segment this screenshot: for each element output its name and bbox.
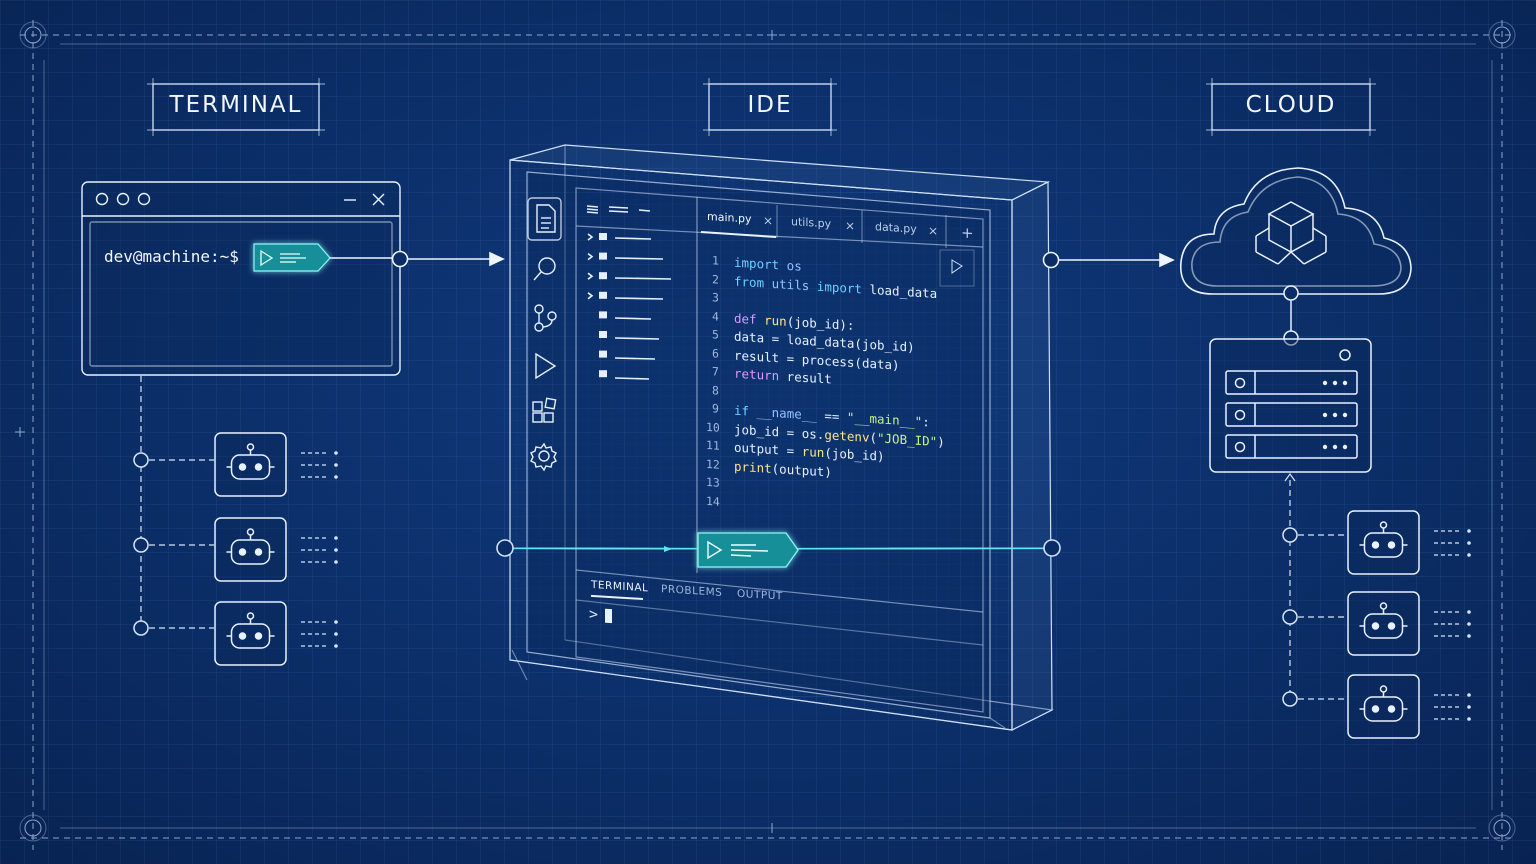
folder-icon [599,233,607,240]
line-number: 10 [706,419,720,435]
panel-tab-terminal[interactable]: TERMINAL [591,578,649,595]
cursor-block [605,608,612,624]
source-control-icon[interactable] [534,304,557,332]
blueprint-frame [15,20,1516,850]
run-icon[interactable] [535,352,557,380]
panel-tab-output[interactable]: OUTPUT [737,587,783,603]
robot-icon [1347,674,1420,739]
code-line-12: print(output) [734,458,832,480]
robot-icon [214,432,287,497]
robot-icon [1347,510,1420,575]
line-number: 9 [712,401,719,416]
folder-icon [599,350,607,358]
arrow-ide-to-cloud [1042,251,1175,269]
title-box-terminal [147,78,325,136]
close-icon [372,193,385,206]
ide-sidebar [527,197,562,472]
window-dot-icon [95,192,109,206]
terminal-agent-tree [133,376,214,636]
explorer-row[interactable] [587,233,652,241]
line-number: 12 [706,456,720,472]
robot-icon [214,517,287,582]
ide-explorer-rows [587,233,672,380]
cube-icon [1255,201,1327,265]
terminal-command-tag[interactable] [253,243,331,272]
ide-tab-bar [700,205,975,287]
ide-pipeline [496,539,1061,557]
task-list-icon [1434,693,1471,721]
chevron-right-icon [587,233,594,241]
line-number: 7 [712,364,719,379]
explorer-row[interactable] [587,291,664,300]
server-rack-icon [1209,338,1372,473]
folder-icon [599,291,607,299]
folder-icon [599,272,607,280]
line-number: 6 [712,345,719,361]
code-editor[interactable]: import os from utils import load_data de… [734,198,974,543]
task-list-icon [301,620,338,648]
line-number: 3 [712,290,719,305]
robot-icon [214,601,287,666]
line-number: 4 [712,308,719,324]
task-list-icon [301,451,338,479]
code-line-2: from utils import load_data [734,273,938,301]
line-number: 11 [706,437,720,453]
search-icon[interactable] [533,257,556,281]
panel-prompt: > [589,604,599,624]
folder-icon [599,311,607,319]
ide-window-frame [509,144,1054,731]
window-dot-icon [116,192,130,206]
task-list-icon [301,536,338,564]
chevron-right-icon [587,272,594,280]
task-list-icon [1434,529,1471,557]
chevron-right-icon [587,252,594,261]
title-ide: IDE [747,92,793,118]
explorer-row[interactable] [599,370,650,380]
cloud-icon [1180,167,1412,295]
explorer-row[interactable] [599,311,652,320]
folder-icon [599,331,607,338]
explorer-row[interactable] [587,272,672,280]
line-number: 13 [706,474,720,490]
line-number: 8 [712,382,719,398]
play-icon [260,249,274,267]
title-terminal: TERMINAL [169,92,303,118]
code-line-1: import os [734,254,802,274]
chevron-right-icon [587,292,594,300]
play-icon [707,540,723,560]
folder-icon [599,252,607,260]
settings-icon[interactable] [530,442,557,472]
arrow-terminal-to-ide [330,250,505,268]
file-icon[interactable] [527,197,562,241]
panel-tab-underline [591,594,643,601]
line-number: 1 [712,253,719,268]
folder-icon [599,370,607,378]
explorer-row[interactable] [599,331,660,340]
robot-icon [1347,591,1420,656]
title-cloud: CLOUD [1245,92,1337,118]
cloud-agent-tree [1282,472,1348,707]
line-number: 14 [706,493,720,509]
ide-explorer [586,205,651,214]
run-file-icon[interactable] [951,259,963,274]
line-number: 5 [712,327,719,342]
ide-command-tag[interactable] [697,532,799,568]
explorer-row[interactable] [599,350,656,360]
title-box-ide [703,78,837,136]
title-box-cloud [1206,78,1376,136]
extensions-icon[interactable] [532,397,557,423]
line-number: 2 [712,271,719,287]
panel-tab-problems[interactable]: PROBLEMS [661,583,723,599]
terminal-window [81,181,401,376]
explorer-row[interactable] [587,252,664,261]
terminal-prompt: dev@machine:~$ [104,247,239,266]
window-dot-icon [137,192,151,206]
cloud-server-connector [1283,285,1299,346]
code-line-7: return result [734,365,832,387]
task-list-icon [1434,610,1471,638]
